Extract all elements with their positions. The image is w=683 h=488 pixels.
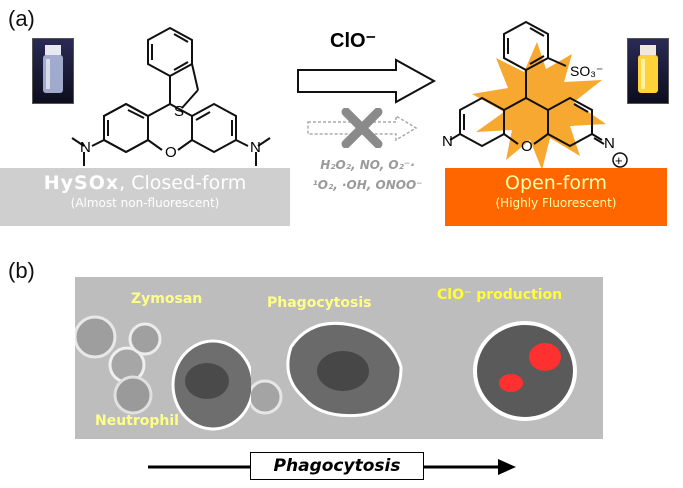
open-nitrogen-left: N	[442, 133, 453, 150]
closed-vial-photo	[32, 38, 74, 104]
neutrophil-label: Neutrophil	[95, 413, 179, 429]
plus-charge-icon	[612, 152, 628, 168]
open-form-title: Open-form	[505, 172, 607, 194]
closed-form-title-rest: , Closed-form	[119, 172, 247, 194]
plus-charge-label: +	[615, 153, 623, 168]
open-form-box: Open-form (Highly Fluorescent)	[445, 168, 667, 226]
closed-sulfur-label: S	[174, 103, 184, 120]
closed-form-title: HySOx, Closed-form	[0, 171, 290, 195]
phagocytosis-micro-label: Phagocytosis	[267, 295, 372, 311]
closed-oxygen-label: O	[165, 144, 177, 161]
panel-a-label: (a)	[8, 6, 35, 31]
clo-production-label: ClO⁻ production	[437, 287, 563, 303]
micrograph-1: Zymosan Neutrophil	[75, 277, 251, 439]
closed-form-box: HySOx, Closed-form (Almost non-fluoresce…	[0, 168, 290, 226]
blocked-arrow	[307, 108, 418, 148]
cross-icon	[341, 108, 383, 148]
open-form-structure: SO₃⁻ O N N +	[442, 20, 628, 170]
open-nitrogen-plus: N	[604, 135, 615, 152]
hysox-name: HySOx	[43, 172, 120, 194]
open-vial-photo	[627, 38, 669, 104]
reaction-arrow-label: ClO⁻	[330, 30, 377, 52]
interferent-line-1: H₂O₂, NO, O₂⁻·	[320, 158, 415, 172]
closed-form-structure: S O N N	[71, 26, 271, 166]
panel-b-label: (b)	[8, 258, 35, 283]
reaction-arrow	[297, 58, 437, 104]
closed-form-subtitle: (Almost non-fluorescent)	[70, 196, 220, 210]
micrograph-3: ClO⁻ production	[427, 277, 603, 439]
closed-nitrogen-left: N	[80, 139, 91, 156]
interferent-line-2: ¹O₂, ·OH, ONOO⁻	[312, 178, 423, 192]
timeline-label: Phagocytosis	[250, 452, 424, 480]
zymosan-label: Zymosan	[131, 291, 203, 307]
open-oxygen-label: O	[521, 138, 533, 155]
open-form-subtitle: (Highly Fluorescent)	[495, 196, 617, 210]
closed-nitrogen-right: N	[250, 139, 261, 156]
sulfonate-label: SO₃⁻	[570, 63, 603, 79]
micrograph-2: Phagocytosis	[251, 277, 427, 439]
